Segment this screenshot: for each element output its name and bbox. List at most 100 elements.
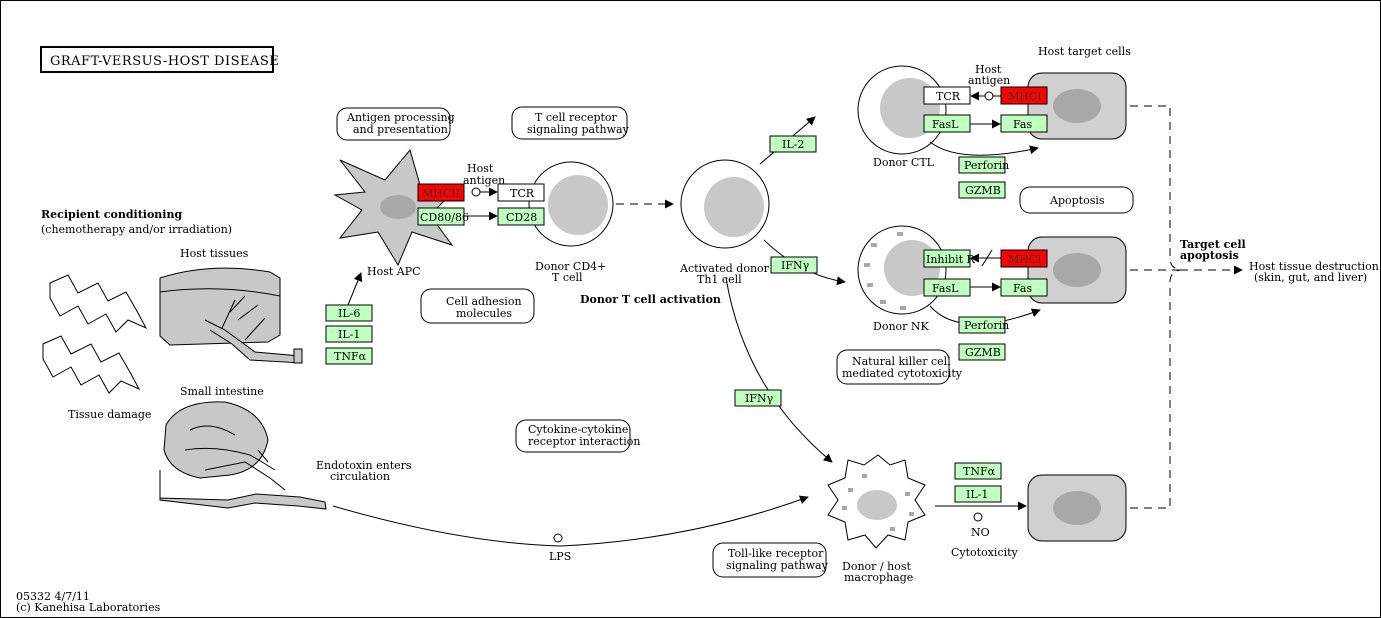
gene-il1-macrophage[interactable]: IL-1 [954, 485, 1002, 503]
svg-text:T cell receptor: T cell receptor [535, 111, 618, 124]
svg-text:Cell adhesion: Cell adhesion [446, 295, 522, 308]
lps-to-macrophage-arrow [332, 495, 809, 547]
no-label: NO [971, 526, 990, 539]
svg-text:and presentation: and presentation [353, 123, 448, 136]
svg-text:TNFα: TNFα [334, 350, 367, 363]
svg-text:Natural killer cell: Natural killer cell [852, 355, 951, 368]
macrophage-cell [827, 454, 926, 549]
gene-tcr-ctl[interactable]: TCR [923, 86, 971, 105]
endotoxin-label-line2: circulation [330, 470, 390, 483]
activated-th1-cell [680, 159, 770, 249]
target1-dashed-link [1130, 105, 1181, 271]
gene-fasl-ctl[interactable]: FasL [923, 114, 971, 133]
gene-il6[interactable]: IL-6 [325, 304, 373, 322]
host-target-cells-label: Host target cells [1038, 45, 1131, 58]
svg-text:FasL: FasL [932, 282, 959, 295]
gene-mhci-nk[interactable]: MHCI [1000, 249, 1048, 268]
svg-text:MHCI: MHCI [1008, 90, 1042, 103]
cytotoxicity-label: Cytotoxicity [951, 546, 1019, 559]
gene-mhci-ctl[interactable]: MHCI [1000, 86, 1048, 105]
host-antigen-label-a2: antigen [463, 174, 505, 187]
gene-tnfa-macrophage[interactable]: TNFα [954, 462, 1002, 480]
gene-mhcii[interactable]: MHCII [417, 183, 465, 202]
gene-fas-ctl[interactable]: Fas [1000, 114, 1048, 133]
donor-cd4-label-line2: T cell [552, 271, 583, 284]
gene-perforin-nk[interactable]: Perforin [958, 316, 1009, 334]
donor-ctl-label: Donor CTL [873, 156, 935, 169]
link-cell-adhesion[interactable]: Cell adhesion molecules [420, 288, 535, 324]
host-target-cell-2 [1027, 236, 1127, 304]
link-antigen-processing[interactable]: Antigen processing and presentation [336, 107, 455, 141]
svg-text:FasL: FasL [932, 118, 959, 131]
link-nk-cytotoxicity[interactable]: Natural killer cell mediated cytotoxicit… [836, 349, 963, 385]
lps-label: LPS [549, 550, 571, 563]
host-antigen-label-a1: Host [467, 162, 494, 175]
target-apoptosis-label-line2: apoptosis [1180, 249, 1239, 262]
link-tcr-signaling[interactable]: T cell receptor signaling pathway [511, 106, 630, 140]
macrophage-label-line1: Donor / host [842, 560, 911, 573]
svg-text:IL-6: IL-6 [338, 307, 360, 320]
svg-text:Antigen processing: Antigen processing [346, 111, 455, 124]
gene-il2[interactable]: IL-2 [769, 135, 817, 153]
svg-text:Fas: Fas [1013, 118, 1032, 131]
no-compound[interactable] [973, 512, 983, 522]
gene-perforin-ctl[interactable]: Perforin [958, 156, 1009, 174]
svg-text:signaling pathway: signaling pathway [726, 559, 829, 572]
macrophage-label-line2: macrophage [844, 571, 913, 584]
activated-th1-label-line2: Th1 cell [697, 273, 742, 286]
svg-text:mediated cytotoxicity: mediated cytotoxicity [842, 367, 963, 380]
host-antigen-compound-1[interactable] [471, 187, 481, 197]
svg-text:signaling pathway: signaling pathway [527, 123, 630, 136]
target-apoptosis-label-line1: Target cell [1180, 238, 1246, 251]
svg-text:TCR: TCR [510, 187, 535, 200]
link-cytokine-receptor[interactable]: Cytokine-cytokine receptor interaction [515, 419, 640, 453]
svg-text:Apoptosis: Apoptosis [1049, 194, 1105, 207]
gene-ifng-nk[interactable]: IFNγ [770, 256, 818, 274]
tissue-damage-label: Tissue damage [68, 408, 151, 421]
irradiation-zigzag-icon [42, 274, 148, 394]
svg-text:Toll-like receptor: Toll-like receptor [728, 547, 824, 560]
gene-cd28[interactable]: CD28 [497, 207, 545, 226]
svg-text:Inhibit R: Inhibit R [926, 253, 976, 266]
th1-to-macrophage-arrow [725, 277, 833, 463]
host-tissues-label: Host tissues [180, 247, 249, 260]
gene-il1-tissue[interactable]: IL-1 [325, 325, 373, 343]
svg-text:GZMB: GZMB [965, 184, 1001, 197]
svg-text:Fas: Fas [1013, 282, 1032, 295]
svg-text:GZMB: GZMB [965, 346, 1001, 359]
host-antigen-compound-2[interactable] [984, 91, 994, 101]
svg-text:Perforin: Perforin [964, 319, 1009, 332]
tissue-destruction-label-line1: Host tissue destruction [1249, 260, 1379, 273]
gene-cd80-86[interactable]: CD80/86 [417, 207, 469, 226]
gene-fasl-nk[interactable]: FasL [923, 278, 971, 297]
map-id-label: 05332 4/7/11 [16, 590, 90, 603]
gene-tcr-cd4[interactable]: TCR [497, 183, 545, 202]
lps-compound[interactable] [553, 533, 563, 543]
svg-text:TCR: TCR [936, 90, 961, 103]
host-target-cell-1 [1027, 72, 1127, 140]
svg-text:TNFα: TNFα [963, 465, 996, 478]
gene-ifng-macrophage[interactable]: IFNγ [734, 389, 782, 407]
gene-tnfa-tissue[interactable]: TNFα [325, 347, 373, 365]
small-intestine-label: Small intestine [180, 385, 264, 398]
host-tissue-icon [159, 267, 303, 364]
donor-ctl-cell [857, 65, 947, 155]
svg-text:CD80/86: CD80/86 [420, 211, 469, 224]
link-apoptosis[interactable]: Apoptosis [1019, 186, 1134, 214]
target3-dashed-link [1130, 269, 1181, 509]
donor-nk-cell [857, 225, 947, 315]
cytokines-to-apc-arrow [347, 272, 363, 306]
gene-inhibit-r[interactable]: Inhibit R [923, 249, 976, 268]
host-apc-label: Host APC [367, 265, 421, 278]
svg-text:IFNγ: IFNγ [745, 392, 774, 405]
map-title: GRAFT-VERSUS-HOST DISEASE [40, 46, 279, 73]
gene-gzmb-ctl[interactable]: GZMB [958, 181, 1006, 199]
link-toll-like[interactable]: Toll-like receptor signaling pathway [712, 542, 829, 578]
svg-text:IL-1: IL-1 [338, 328, 360, 341]
svg-text:CD28: CD28 [506, 211, 537, 224]
svg-text:molecules: molecules [456, 307, 512, 320]
gene-fas-nk[interactable]: Fas [1000, 278, 1048, 297]
gene-gzmb-nk[interactable]: GZMB [958, 343, 1006, 361]
host-target-cell-3 [1027, 474, 1127, 542]
